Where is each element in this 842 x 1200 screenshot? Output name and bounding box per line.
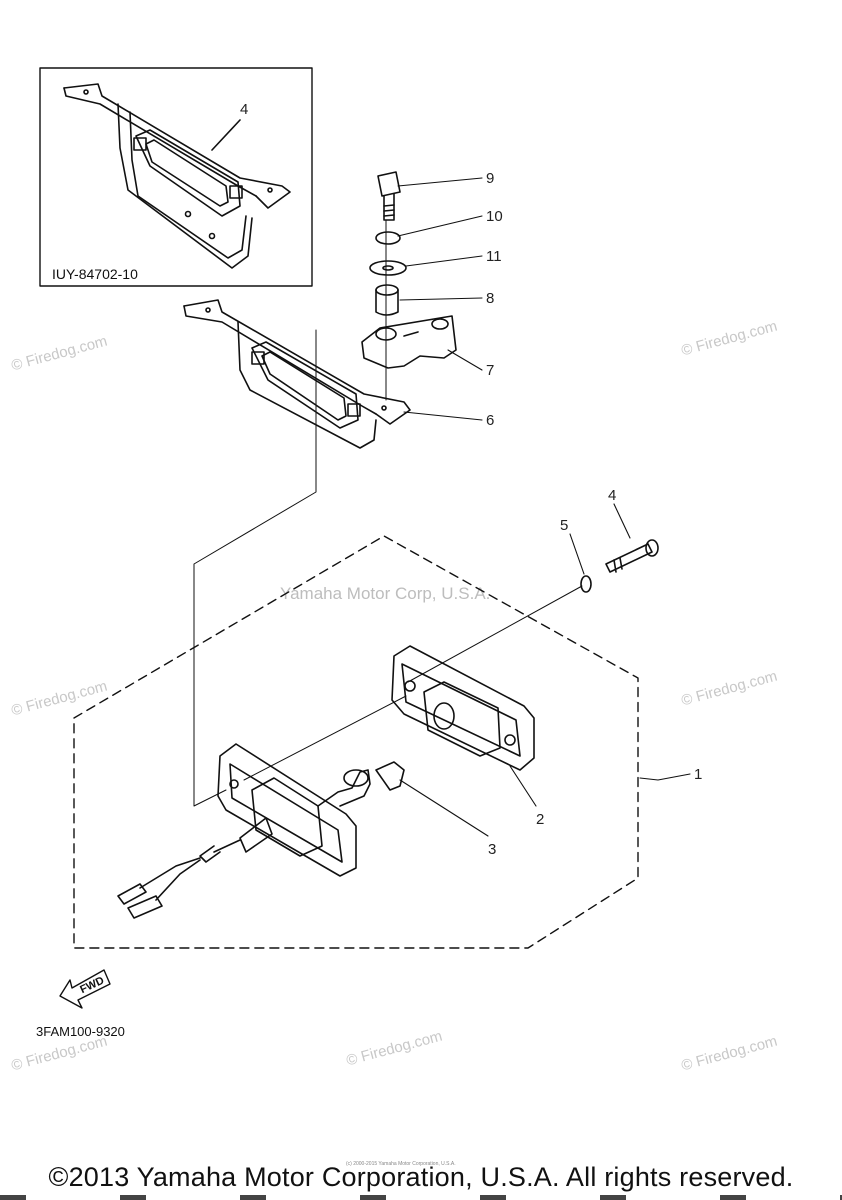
washer-part [369,260,407,276]
callout-4: 4 [608,487,616,504]
callout-2: 2 [536,811,544,828]
fwd-arrow-icon [59,969,111,1009]
leader-1 [639,773,691,781]
watermark-yamaha: Yamaha Motor Corp, U.S.A. [280,584,491,603]
inset-part-code: IUY-84702-10 [52,266,138,282]
leader-10 [397,215,483,237]
callout-5: 5 [560,517,568,534]
lock-washer-part [375,231,401,245]
lamp-base-part [117,743,371,919]
copyright-notice: ©2013 Yamaha Motor Corporation, U.S.A. A… [48,1162,794,1192]
lens-part [391,645,535,771]
callout-6: 6 [486,412,494,429]
washer-small-part [580,575,592,593]
callout-9: 9 [486,170,494,187]
guide-line [407,585,583,683]
leader-11 [405,255,483,267]
callout-7: 7 [486,362,494,379]
leader-9 [397,177,483,187]
callout-11: 11 [486,248,502,265]
license-bracket-part [183,299,411,449]
leader-2 [509,765,537,807]
inset-bracket-part [63,83,291,269]
callout-3: 3 [488,841,496,858]
bolt-part [377,171,401,221]
leader-4 [613,503,631,539]
leader-7 [447,349,483,371]
stay-part [361,315,457,369]
screw-part [605,539,659,573]
guide-line [193,329,317,807]
diagram-code: 3FAM100-9320 [36,1024,125,1039]
leader-inset-4 [211,119,241,151]
bulb-part [375,761,405,791]
callout-1: 1 [694,766,702,783]
leader-8 [399,297,483,301]
inset-callout-label: 4 [240,101,248,118]
collar-part [375,284,399,316]
callout-10: 10 [486,208,503,225]
callout-8: 8 [486,290,494,307]
guide-line [243,695,407,781]
fine-print: (c) 2000-2015 Yamaha Motor Corporation, … [346,1161,456,1167]
inset-box [39,67,313,287]
bottom-border [0,1195,842,1200]
leader-6 [403,411,483,421]
leader-5 [569,533,585,575]
leader-3 [399,779,489,837]
assembly-outline [73,535,639,949]
